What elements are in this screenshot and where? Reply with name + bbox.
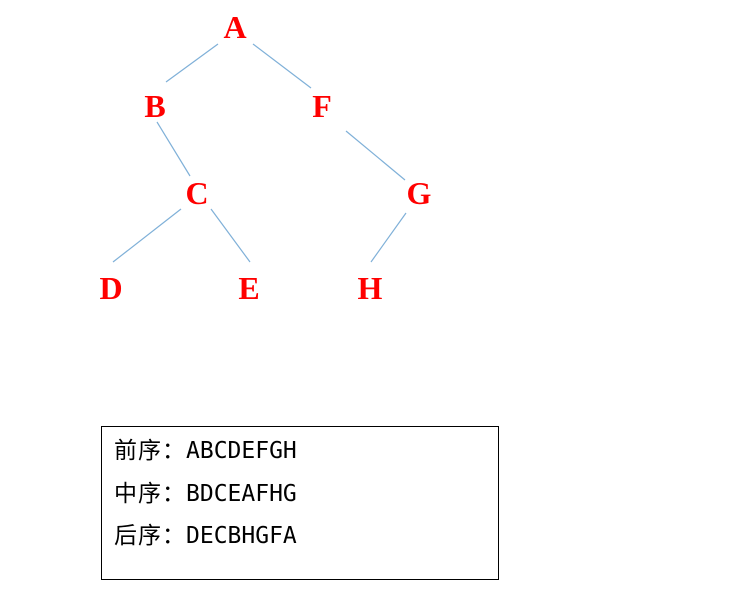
traversal-inorder: 中序：BDCEAFHG	[114, 480, 297, 508]
edge-a-f	[252, 43, 312, 89]
edge-f-g	[345, 130, 406, 181]
node-d: D	[99, 270, 122, 306]
traversal-label: 前序：	[114, 438, 186, 464]
traversal-label: 后序：	[114, 523, 186, 549]
node-h: H	[358, 270, 383, 306]
traversal-sequence: DECBHGFA	[186, 523, 297, 549]
traversal-sequence: BDCEAFHG	[186, 481, 297, 507]
edge-a-b	[165, 43, 219, 83]
traversal-label: 中序：	[114, 481, 186, 507]
edge-g-h	[370, 212, 407, 263]
node-g: G	[407, 175, 432, 211]
edge-c-e	[210, 208, 251, 263]
binary-tree-diagram: A B F C G D E H	[99, 9, 432, 306]
traversal-sequence: ABCDEFGH	[186, 438, 297, 464]
node-a: A	[223, 9, 246, 45]
node-f: F	[312, 88, 332, 124]
traversal-box: 前序：ABCDEFGH 中序：BDCEAFHG 后序：DECBHGFA	[101, 426, 499, 580]
traversal-preorder: 前序：ABCDEFGH	[114, 437, 297, 465]
node-b: B	[144, 88, 165, 124]
traversal-postorder: 后序：DECBHGFA	[114, 522, 297, 550]
node-c: C	[185, 175, 208, 211]
edge-b-c	[156, 121, 191, 177]
node-e: E	[238, 270, 259, 306]
edge-c-d	[112, 208, 182, 263]
